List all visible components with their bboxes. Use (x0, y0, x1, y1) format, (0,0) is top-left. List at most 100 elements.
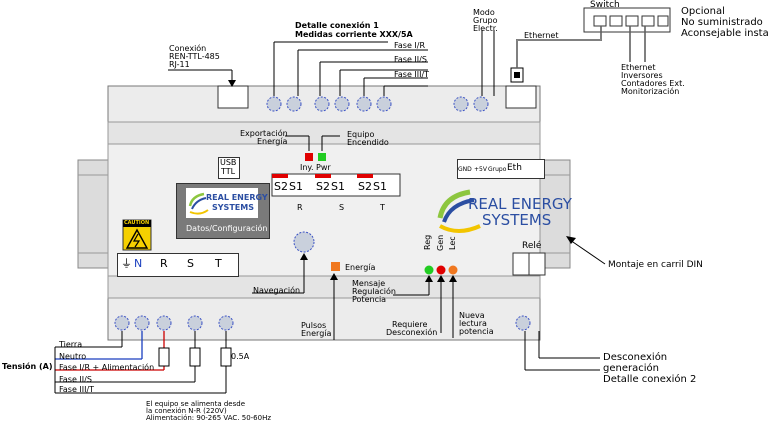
wire-fase3: Fase III/T (59, 385, 95, 394)
ct-connector (271, 173, 401, 197)
brand-line1: REAL ENERGY (468, 195, 572, 213)
ct-phase-t: T (380, 203, 385, 212)
rele-terminal-1 (512, 252, 530, 276)
mensaje-2: Regulación (352, 287, 396, 296)
mensaje-3: Potencia (352, 295, 387, 304)
led-pwr-label: Pwr (316, 163, 331, 172)
equipo-1: Equipo (347, 130, 375, 139)
led-reg (424, 265, 434, 275)
desconexion-2: generación (603, 363, 659, 374)
router-note-2: No suministrado (681, 17, 763, 28)
modo-grupo-2: Grupo (473, 16, 498, 25)
ethernet-label: Ethernet (524, 31, 559, 40)
fuse-label: 0.5A (231, 352, 250, 361)
ct-cell-2: S1 (289, 180, 303, 193)
energia-label: Energía (345, 263, 376, 272)
fuse-2 (189, 347, 201, 367)
terminal-t: T (215, 257, 222, 270)
led-iny-label: Iny. (300, 163, 314, 172)
exportacion-1: Exportación (240, 129, 288, 138)
wire-fase1: Fase I/R + Alimentación (59, 363, 155, 372)
top-screws (266, 96, 489, 112)
navigation-button[interactable] (293, 231, 315, 253)
brand-line2: SYSTEMS (482, 211, 552, 229)
montaje-label: Montaje en carril DIN (608, 260, 703, 270)
eth-grupo: Grupo (488, 166, 507, 173)
nueva-3: potencia (459, 327, 494, 336)
nueva-1: Nueva (459, 311, 485, 320)
ct-cell-4: S1 (331, 180, 345, 193)
eth-label: Eth (507, 163, 522, 173)
rele-terminal-2 (528, 252, 546, 276)
pulsos-1: Pulsos (301, 321, 327, 330)
datos-brand-line1: REAL ENERGY (206, 193, 268, 202)
eth-connector (457, 159, 545, 179)
tension-label: Tensión (A) (2, 362, 53, 371)
bottom-screws (114, 315, 531, 331)
ct-phase-r: R (297, 203, 303, 212)
desconexion-3: Detalle conexión 2 (603, 374, 697, 385)
led-iny (305, 153, 313, 161)
mensaje-1: Mensaje (352, 279, 386, 288)
detalle1-line2: Medidas corriente XXX/5A (295, 30, 413, 39)
ethernet-use-2: Inversores (621, 71, 663, 80)
wire-fase2: Fase II/S (59, 375, 92, 384)
terminal-s: S (187, 257, 194, 270)
navegacion-label: Navegación (253, 286, 301, 295)
wire-tierra: Tierra (59, 340, 83, 349)
terminal-r: R (160, 257, 168, 270)
equipo-2: Encendido (347, 138, 389, 147)
router-note-3: Aconsejable instalar (681, 28, 768, 39)
ct-cell-3: S2 (316, 180, 330, 193)
fase-top-1: Fase I/R (394, 41, 426, 50)
nueva-2: lectura (459, 319, 487, 328)
datos-brand-line2: SYSTEMS (212, 203, 254, 212)
ct-cell-1: S2 (274, 180, 288, 193)
terminal-n: N (134, 257, 143, 270)
ct-phase-s: S (339, 203, 345, 212)
conexion-ren-3: RJ-11 (169, 60, 190, 69)
modo-grupo-1: Modo (473, 8, 495, 17)
router-note-1: Opcional (681, 6, 725, 17)
exportacion-2: Energía (257, 137, 288, 146)
led-gen (436, 265, 446, 275)
din-rail-right (539, 159, 571, 269)
fase-top-3: Fase III/T (394, 70, 430, 79)
wire-neutro: Neutro (59, 352, 87, 361)
alimentacion-2: la conexión N-R (220V) (146, 407, 227, 415)
caution-label: CAUTION (124, 220, 150, 226)
ethernet-port (505, 85, 537, 109)
ethernet-use-4: Monitorización (621, 87, 680, 96)
led-pwr (318, 153, 326, 161)
detalle1-line1: Detalle conexión 1 (295, 21, 379, 30)
fuse-1 (158, 347, 170, 367)
alimentacion-1: El equipo se alimenta desde (146, 400, 246, 408)
desconexion-1: Desconexión (603, 352, 668, 363)
ct-cell-6: S1 (373, 180, 387, 193)
ct-cell-5: S2 (358, 180, 372, 193)
conexion-ren-1: Conexión (169, 44, 207, 53)
rj11-port (217, 85, 249, 109)
requiere-1: Requiere (392, 320, 428, 329)
alimentacion-3: Alimentación: 90-265 VAC. 50-60Hz (146, 414, 272, 422)
energia-indicator (331, 262, 340, 271)
datos-label: Datos/Configuración (186, 224, 268, 233)
fuse-3 (220, 347, 232, 367)
din-rail-left (77, 159, 109, 269)
power-terminals (117, 253, 239, 277)
led-reg-label: Reg (423, 234, 432, 250)
ethernet-use-1: Ethernet (621, 63, 656, 72)
ethernet-use-3: Contadores Ext. (621, 79, 685, 88)
eth-5v: +5V (474, 166, 487, 173)
fase-top-2: Fase II/S (394, 55, 427, 64)
led-gen-label: Gen (436, 234, 445, 251)
usb-label-2: TTL (221, 167, 236, 176)
requiere-2: Desconexión (386, 328, 438, 337)
terminal-ground: ⏚ (121, 257, 132, 270)
usb-label-1: USB (220, 158, 237, 167)
led-lec (448, 265, 458, 275)
led-lec-label: Lec (448, 236, 457, 250)
modo-grupo-3: Electr. (473, 24, 498, 33)
switch-title: Switch (590, 0, 620, 10)
